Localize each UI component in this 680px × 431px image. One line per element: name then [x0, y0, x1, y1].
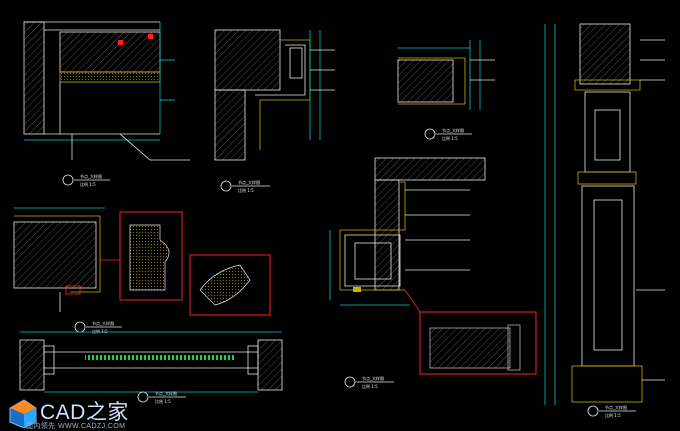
svg-text:比例 1:5: 比例 1:5	[155, 398, 171, 404]
callout-box-2	[189, 254, 271, 316]
detail-6-drawing	[19, 331, 283, 393]
svg-text:节点_大样图: 节点_大样图	[80, 173, 102, 179]
detail-3-drawing	[397, 40, 495, 110]
detail-7-title: 节点_大样图 比例 1:5	[587, 404, 636, 418]
svg-text:比例 1:5: 比例 1:5	[442, 135, 458, 141]
svg-text:比例 1:5: 比例 1:5	[238, 187, 254, 193]
cad-logo-icon	[9, 399, 37, 428]
svg-text:比例 1:5: 比例 1:5	[92, 328, 108, 334]
detail-1-title: 节点_大样图 比例 1:5	[62, 173, 110, 187]
detail-3-title: 节点_大样图 比例 1:5	[424, 127, 472, 141]
detail-4-drawing	[13, 207, 105, 312]
detail-7-drawing	[544, 23, 665, 405]
watermark-brand: CAD之家	[40, 401, 129, 424]
svg-text:比例 1:5: 比例 1:5	[605, 412, 621, 418]
detail-2-drawing	[214, 29, 335, 161]
detail-1-drawing	[23, 21, 190, 161]
svg-text:比例 1:5: 比例 1:5	[362, 383, 378, 389]
watermark-domain: WWW.CADZJ.COM	[57, 423, 126, 430]
svg-text:节点_大样图: 节点_大样图	[605, 404, 627, 410]
detail-6-title: 节点_大样图 比例 1:5	[137, 390, 186, 404]
svg-text:节点_大样图: 节点_大样图	[238, 179, 260, 185]
watermark-url: 国内领先 WWW.CADZJ.COM	[26, 421, 125, 431]
svg-text:节点_大样图: 节点_大样图	[155, 390, 177, 396]
detail-5-title: 节点_大样图 比例 1:5	[344, 375, 394, 389]
detail-5-drawing	[329, 157, 486, 306]
detail-2-title: 节点_大样图 比例 1:5	[220, 179, 270, 193]
callout-box-3	[404, 289, 537, 375]
svg-text:节点_大样图: 节点_大样图	[442, 127, 464, 133]
callout-box-1	[100, 211, 183, 301]
svg-text:比例 1:5: 比例 1:5	[80, 181, 96, 187]
svg-text:节点_大样图: 节点_大样图	[362, 375, 384, 381]
svg-text:节点_大样图: 节点_大样图	[92, 320, 114, 326]
watermark-prefix: 国内领先	[26, 423, 56, 430]
